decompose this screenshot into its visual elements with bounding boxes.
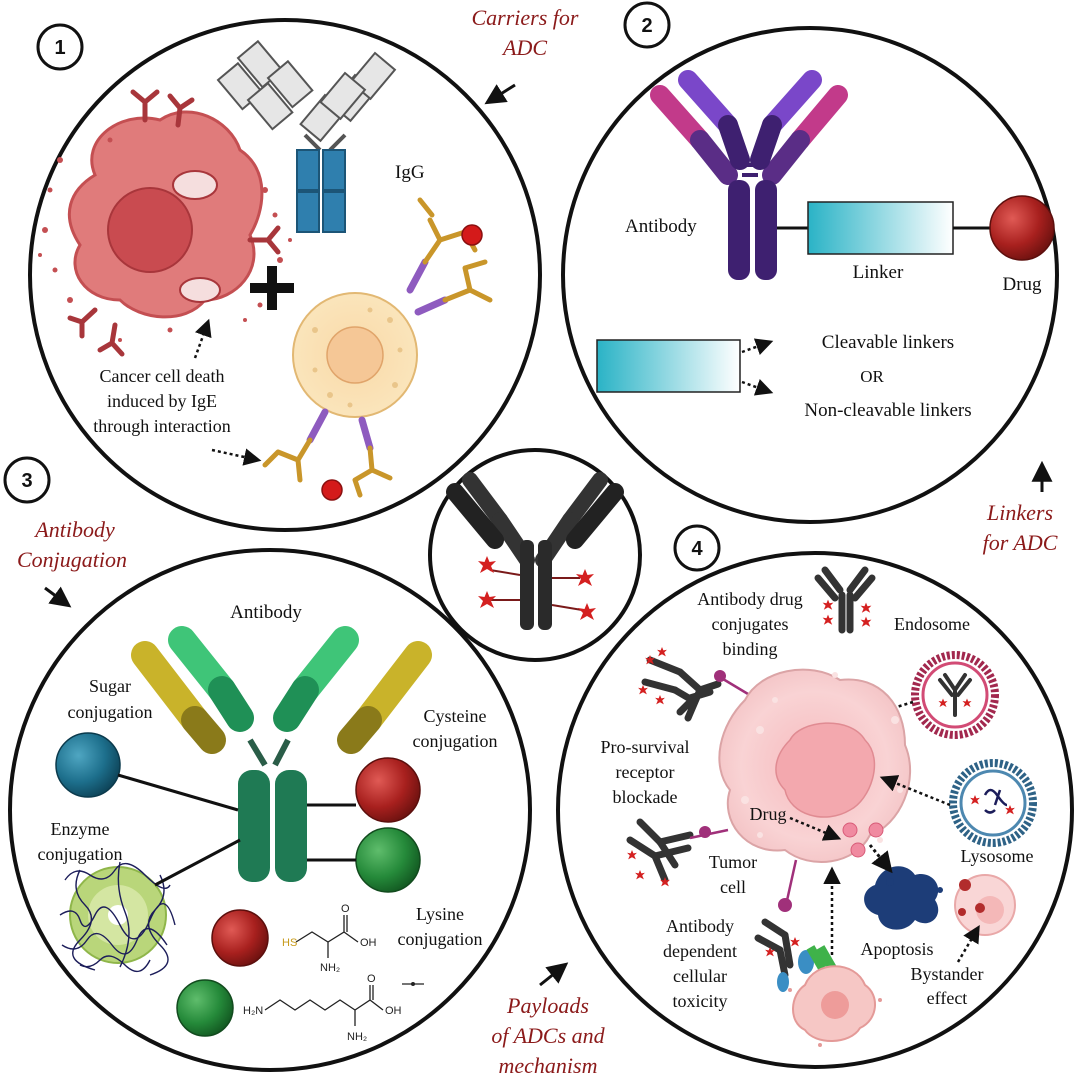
panel-1: 1 Carriers for ADC	[28, 5, 579, 532]
panel-3-number: 3	[21, 470, 32, 492]
lysine-ball	[355, 827, 421, 893]
linker-label: Linker	[853, 262, 904, 283]
h2n-label: H₂N	[243, 1005, 263, 1017]
drug-label-p4: Drug	[750, 804, 787, 824]
pro-survival-line2: receptor	[616, 762, 675, 782]
panel-2-heading-line1: Linkers	[986, 500, 1053, 525]
lysine-chem-ball	[176, 979, 234, 1037]
drug-label-p2: Drug	[1002, 274, 1042, 295]
antibody-label-p2: Antibody	[625, 216, 697, 237]
nh2b-label: NH₂	[347, 1031, 367, 1043]
bystander-line2: effect	[927, 988, 968, 1008]
sugar-ball	[55, 732, 121, 798]
hs-label: HS	[282, 937, 297, 949]
adc-bottom-icon	[754, 918, 794, 979]
lysosome-label: Lysosome	[960, 846, 1033, 866]
center-circle	[428, 448, 642, 662]
adcc-line2: dependent	[663, 941, 737, 961]
tumor-line2: cell	[720, 877, 746, 897]
panel-2: 2 Antibody Linker Drug	[561, 1, 1059, 555]
sugar-line2: conjugation	[68, 702, 153, 722]
panel-1-heading-line2: ADC	[501, 35, 547, 60]
apoptosis-icon	[864, 866, 943, 930]
endosome-label: Endosome	[894, 614, 970, 634]
cleavable-label: Cleavable linkers	[822, 332, 954, 353]
adc-binding-line2: conjugates	[712, 614, 789, 634]
panel-3-heading-line2: Conjugation	[17, 547, 127, 572]
or-label: OR	[860, 367, 884, 386]
green-antibody-icon	[131, 626, 432, 882]
panel-1-number: 1	[54, 37, 65, 59]
panel-4-number: 4	[691, 538, 703, 560]
drug-ball	[989, 195, 1055, 261]
tumor-cell	[718, 668, 911, 863]
o2-label: O	[367, 973, 376, 985]
panel-2-heading-line2: for ADC	[983, 530, 1058, 555]
plus-icon	[250, 266, 294, 310]
panel-2-number: 2	[641, 15, 652, 37]
adc-binding-line3: binding	[722, 639, 777, 659]
lysine-structure	[264, 985, 384, 1026]
panel-4-heading-line3: mechanism	[499, 1053, 598, 1078]
igg-antibody-icon	[216, 39, 397, 233]
pro-survival-line3: blockade	[613, 787, 678, 807]
adc-top-icon	[814, 566, 876, 634]
enzyme-line1: Enzyme	[51, 819, 110, 839]
cysteine-structure	[295, 915, 359, 958]
adc-mid-icon	[626, 818, 694, 884]
panel-3-number-badge: 3	[3, 456, 51, 504]
caption-line3: through interaction	[93, 416, 230, 436]
lysine-line1: Lysine	[416, 904, 464, 924]
panel-3-heading-line1: Antibody	[33, 517, 115, 542]
linker-bar-small	[596, 339, 741, 393]
tumor-line1: Tumor	[709, 852, 757, 872]
adc-binding-line1: Antibody drug	[697, 589, 803, 609]
bystander-cell-icon	[954, 874, 1016, 936]
endosome-icon	[911, 651, 999, 739]
adcc-line4: toxicity	[673, 991, 728, 1011]
panel-2-number-badge: 2	[623, 1, 671, 49]
cancer-cell	[38, 89, 292, 357]
antibody-label-p3: Antibody	[230, 602, 302, 623]
nh2a-label: NH₂	[320, 962, 340, 974]
o1-label: O	[341, 903, 350, 915]
enzyme-line2: conjugation	[38, 844, 123, 864]
pro-survival-line1: Pro-survival	[601, 737, 690, 757]
noncleavable-label: Non-cleavable linkers	[804, 400, 971, 421]
panel-4: 4 Antibody drug conjugates binding Endos…	[491, 524, 1074, 1078]
purple-antibody-icon	[650, 70, 848, 280]
caption-line2: induced by IgE	[107, 391, 217, 411]
lysine-line2: conjugation	[398, 929, 483, 949]
panel-4-heading-line1: Payloads	[506, 993, 589, 1018]
caption-line1: Cancer cell death	[100, 366, 225, 386]
cysteine-chem-ball	[211, 909, 269, 967]
panel-2-circle	[561, 26, 1059, 524]
sugar-line1: Sugar	[89, 676, 131, 696]
center-adc	[428, 448, 642, 662]
bystander-line1: Bystander	[911, 964, 984, 984]
panel-4-heading-line2: of ADCs and	[491, 1023, 605, 1048]
panel-3: 3 Antibody Conjugation Antibody Sugar co…	[3, 456, 532, 1072]
lysosome-icon	[949, 759, 1037, 847]
adcc-line3: cellular	[673, 966, 727, 986]
adc-left-icon	[641, 656, 722, 722]
cysteine-ball	[355, 757, 421, 823]
panel-1-heading-arrow	[484, 83, 516, 105]
oh2-label: OH	[385, 1005, 402, 1017]
adcc-line1: Antibody	[666, 916, 734, 936]
linker-bar	[807, 201, 954, 255]
cysteine-line1: Cysteine	[424, 706, 487, 726]
cysteine-line2: conjugation	[413, 731, 498, 751]
immune-cell	[262, 197, 493, 501]
igg-label: IgG	[395, 162, 425, 183]
panel-1-number-badge: 1	[36, 23, 84, 71]
oh1-label: OH	[360, 937, 377, 949]
panel-1-heading-line1: Carriers for	[472, 5, 579, 30]
panel-4-number-badge: 4	[673, 524, 721, 572]
apoptosis-label: Apoptosis	[860, 939, 933, 959]
nk-cell-icon	[788, 965, 882, 1047]
enzyme-icon	[59, 861, 176, 976]
